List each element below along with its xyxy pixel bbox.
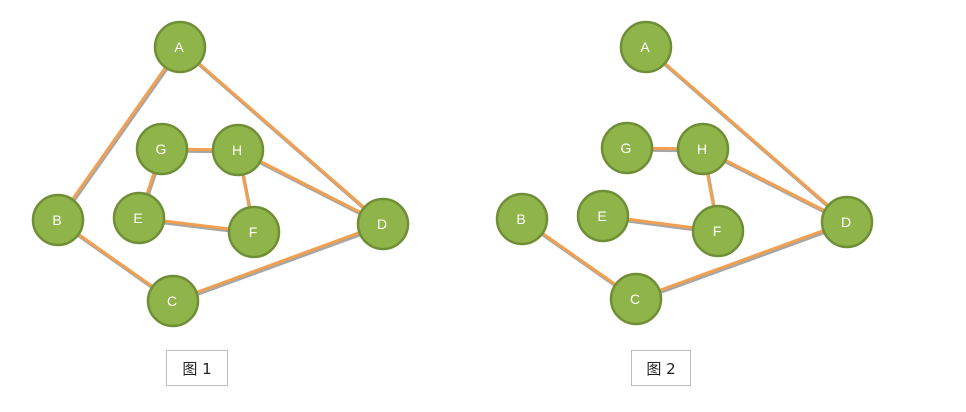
node-label: F	[249, 224, 258, 240]
node-A: A	[153, 20, 207, 74]
figure-2-caption: 图 2	[631, 350, 691, 386]
node-label: H	[232, 142, 242, 158]
node-C: C	[146, 274, 200, 328]
edge-A-D	[178, 45, 386, 228]
edge-C-D	[171, 222, 386, 305]
node-E: E	[112, 191, 166, 245]
figure-1-caption: 图 1	[166, 350, 228, 386]
node-label: G	[156, 141, 167, 157]
node-A: A	[619, 20, 673, 74]
node-F: F	[227, 205, 281, 259]
node-H: H	[211, 123, 265, 177]
node-label: H	[697, 141, 707, 157]
node-G: G	[600, 121, 654, 175]
node-label: G	[621, 140, 632, 156]
node-E: E	[576, 189, 630, 243]
node-D: D	[820, 195, 874, 249]
node-label: E	[597, 208, 606, 224]
node-H: H	[676, 122, 730, 176]
node-B: B	[495, 192, 549, 246]
node-label: D	[377, 216, 387, 232]
edge-A-D	[644, 45, 850, 226]
figure-2-graph: A B C D E F G H	[495, 20, 874, 326]
node-label: D	[841, 214, 851, 230]
figure-1-graph: A B C D E F G H	[31, 20, 410, 328]
node-B: B	[31, 193, 85, 247]
edge-A-B	[56, 45, 183, 224]
node-label: E	[133, 210, 142, 226]
edge-C-D	[634, 220, 850, 303]
node-D: D	[356, 197, 410, 251]
node-label: C	[167, 293, 177, 309]
node-F: F	[691, 204, 745, 258]
node-label: B	[52, 212, 61, 228]
node-label: A	[640, 39, 650, 55]
node-C: C	[609, 272, 663, 326]
node-G: G	[135, 122, 189, 176]
node-label: A	[174, 39, 184, 55]
node-label: F	[713, 223, 722, 239]
node-label: C	[630, 291, 640, 307]
node-label: B	[516, 211, 525, 227]
